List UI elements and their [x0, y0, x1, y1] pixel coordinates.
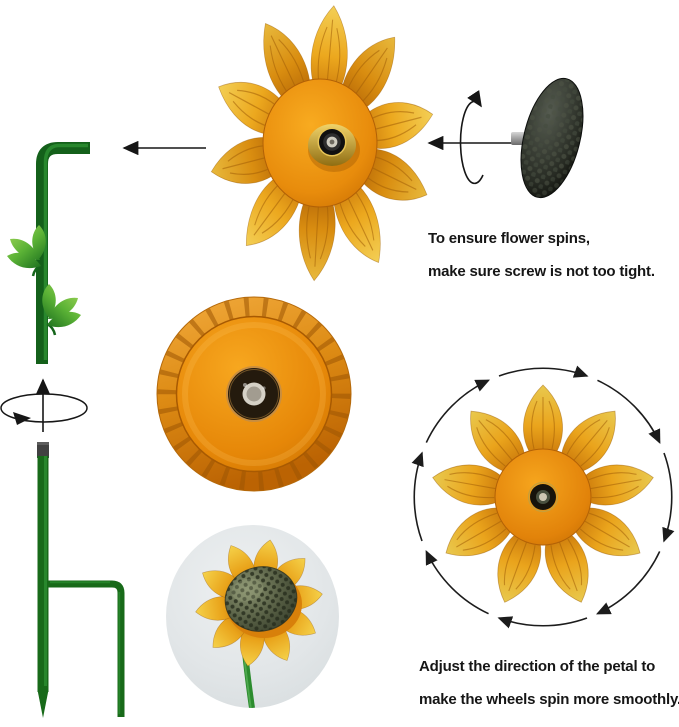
assembled-photo: [166, 525, 339, 708]
screw-note-line1: To ensure flower spins,: [428, 230, 590, 247]
ground-stake-graphic: [37, 442, 125, 718]
disc-back: [156, 296, 352, 492]
stake-upper-graphic: [5, 142, 90, 364]
stake-joint-graphic: [0, 378, 88, 432]
petal-note: Adjust the direction of the petal to mak…: [419, 650, 679, 716]
spinning-flower-graphic: [405, 355, 679, 645]
joint-connector: [37, 442, 49, 458]
screw-cap-assembly-graphic: [427, 77, 584, 199]
leaf-right-icon: [41, 282, 83, 337]
assembled-flower-graphic: [193, 537, 325, 708]
screw-note: To ensure flower spins, make sure screw …: [428, 222, 655, 288]
bearing-hub: [527, 481, 559, 513]
petal-note-line1: Adjust the direction of the petal to: [419, 658, 656, 675]
screw-note-line2: make sure screw is not too tight.: [428, 263, 655, 280]
twist-ellipse-icon: [0, 393, 88, 423]
bearing-hole: [226, 366, 282, 422]
screw-cap-dome: [511, 77, 584, 199]
disc-back-graphic: [156, 296, 352, 492]
stake-pole: [37, 456, 49, 718]
hook-pole: [36, 142, 90, 364]
sunflower-wheel-graphic: [206, 2, 438, 283]
crimped-rim: [157, 297, 351, 491]
rotation-arrow-icon: [459, 90, 484, 185]
attach-flower-arrow: [122, 140, 206, 156]
bearing-hub: [308, 124, 360, 172]
twist-arrowhead-icon: [13, 412, 31, 425]
dome-cap: [224, 566, 298, 632]
fork-prong: [48, 580, 125, 717]
petal-note-line2: make the wheels spin more smoothly.: [419, 691, 679, 708]
